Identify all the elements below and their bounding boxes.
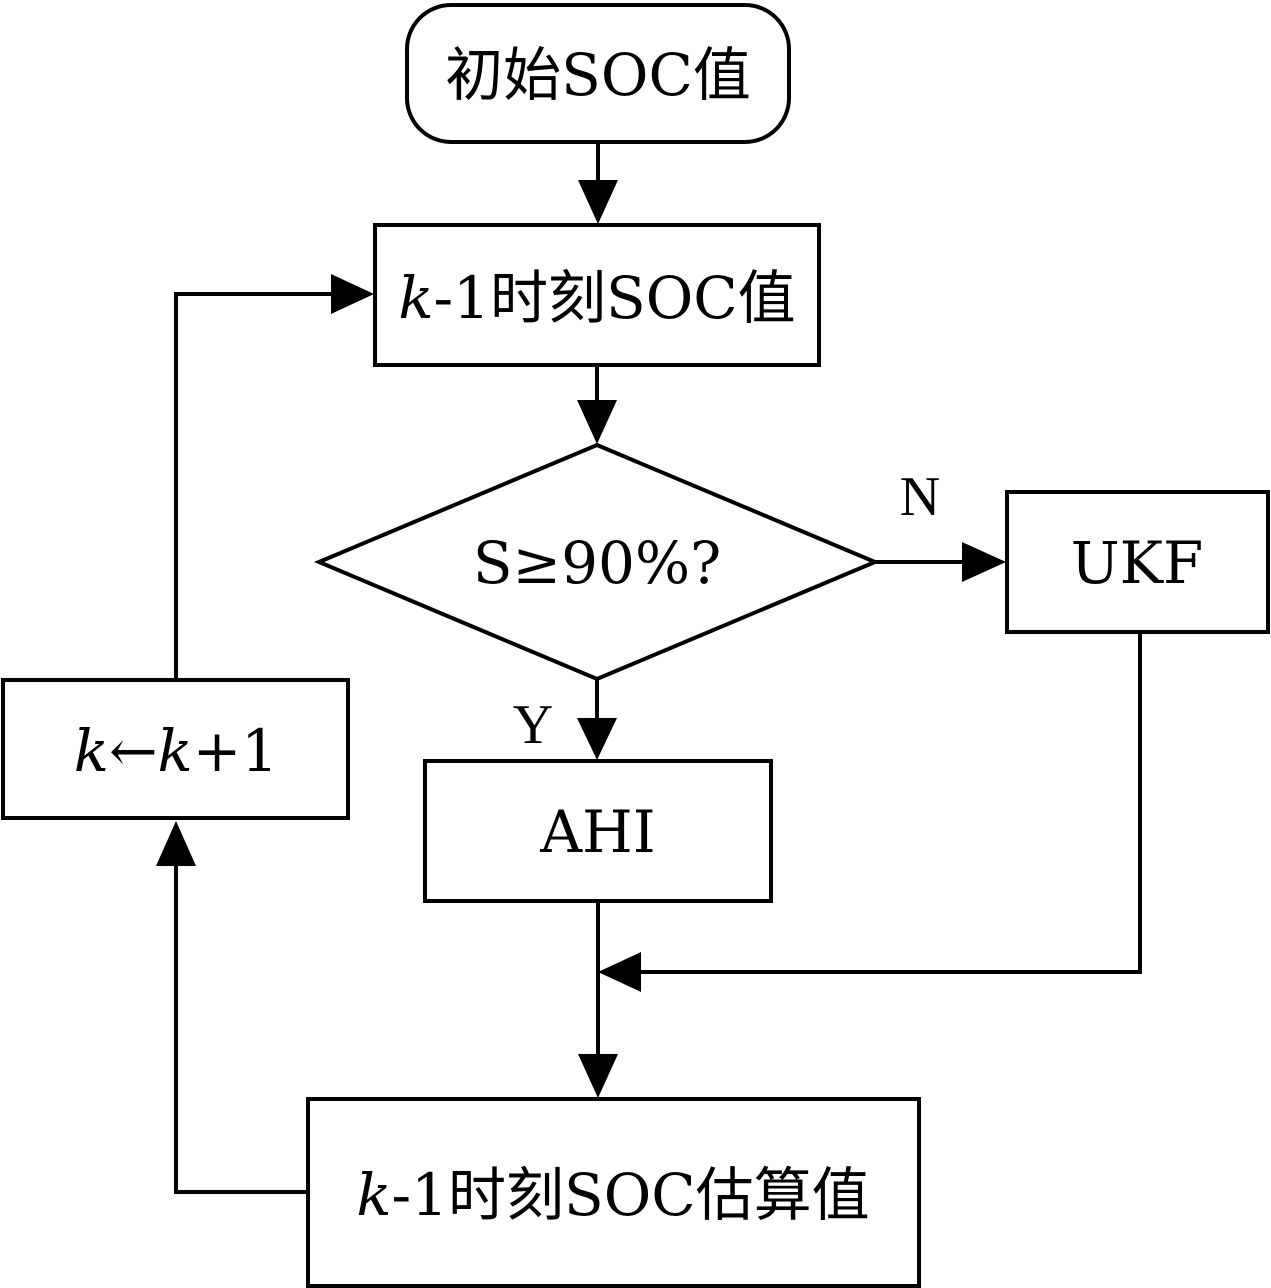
prev-soc-label: k-1时刻SOC值 (398, 264, 795, 332)
increment-node: k←k+1 (1, 678, 350, 820)
no-branch-label: N (900, 466, 940, 528)
increment-label: k←k+1 (74, 717, 278, 785)
prev-soc-var: k (398, 264, 433, 332)
start-node-label: 初始SOC值 (445, 41, 751, 109)
edge-decision-to-ahi: Y (513, 679, 617, 760)
estimate-text: -1时刻SOC估算值 (391, 1161, 869, 1229)
increment-var-a: k (74, 717, 109, 785)
edge-prev-to-decision (577, 365, 617, 444)
ukf-label: UKF (1071, 529, 1203, 597)
estimate-label: k-1时刻SOC估算值 (356, 1161, 869, 1229)
increment-arrow: ← (109, 717, 158, 785)
prev-soc-node: k-1时刻SOC值 (373, 223, 821, 367)
start-node: 初始SOC值 (405, 3, 791, 144)
ahi-node: AHI (423, 759, 773, 903)
edge-ahi-to-estimate (578, 901, 618, 1098)
edge-estimate-to-increment (156, 821, 308, 1194)
edge-decision-to-ukf: N (875, 466, 1006, 582)
edge-start-to-prev (578, 142, 618, 224)
prev-soc-text: -1时刻SOC值 (433, 264, 795, 332)
ukf-node: UKF (1005, 490, 1270, 634)
edge-ukf-to-merge (598, 632, 1142, 992)
decision-label: S≥90%? (473, 529, 721, 597)
increment-var-b: k (158, 717, 193, 785)
estimate-node: k-1时刻SOC估算值 (306, 1097, 921, 1288)
decision-node: S≥90%? (313, 442, 881, 682)
increment-suffix: +1 (193, 717, 279, 785)
estimate-var: k (356, 1161, 391, 1229)
yes-branch-label: Y (513, 694, 553, 756)
edge-increment-to-prev (174, 274, 374, 680)
ahi-label: AHI (539, 798, 655, 866)
